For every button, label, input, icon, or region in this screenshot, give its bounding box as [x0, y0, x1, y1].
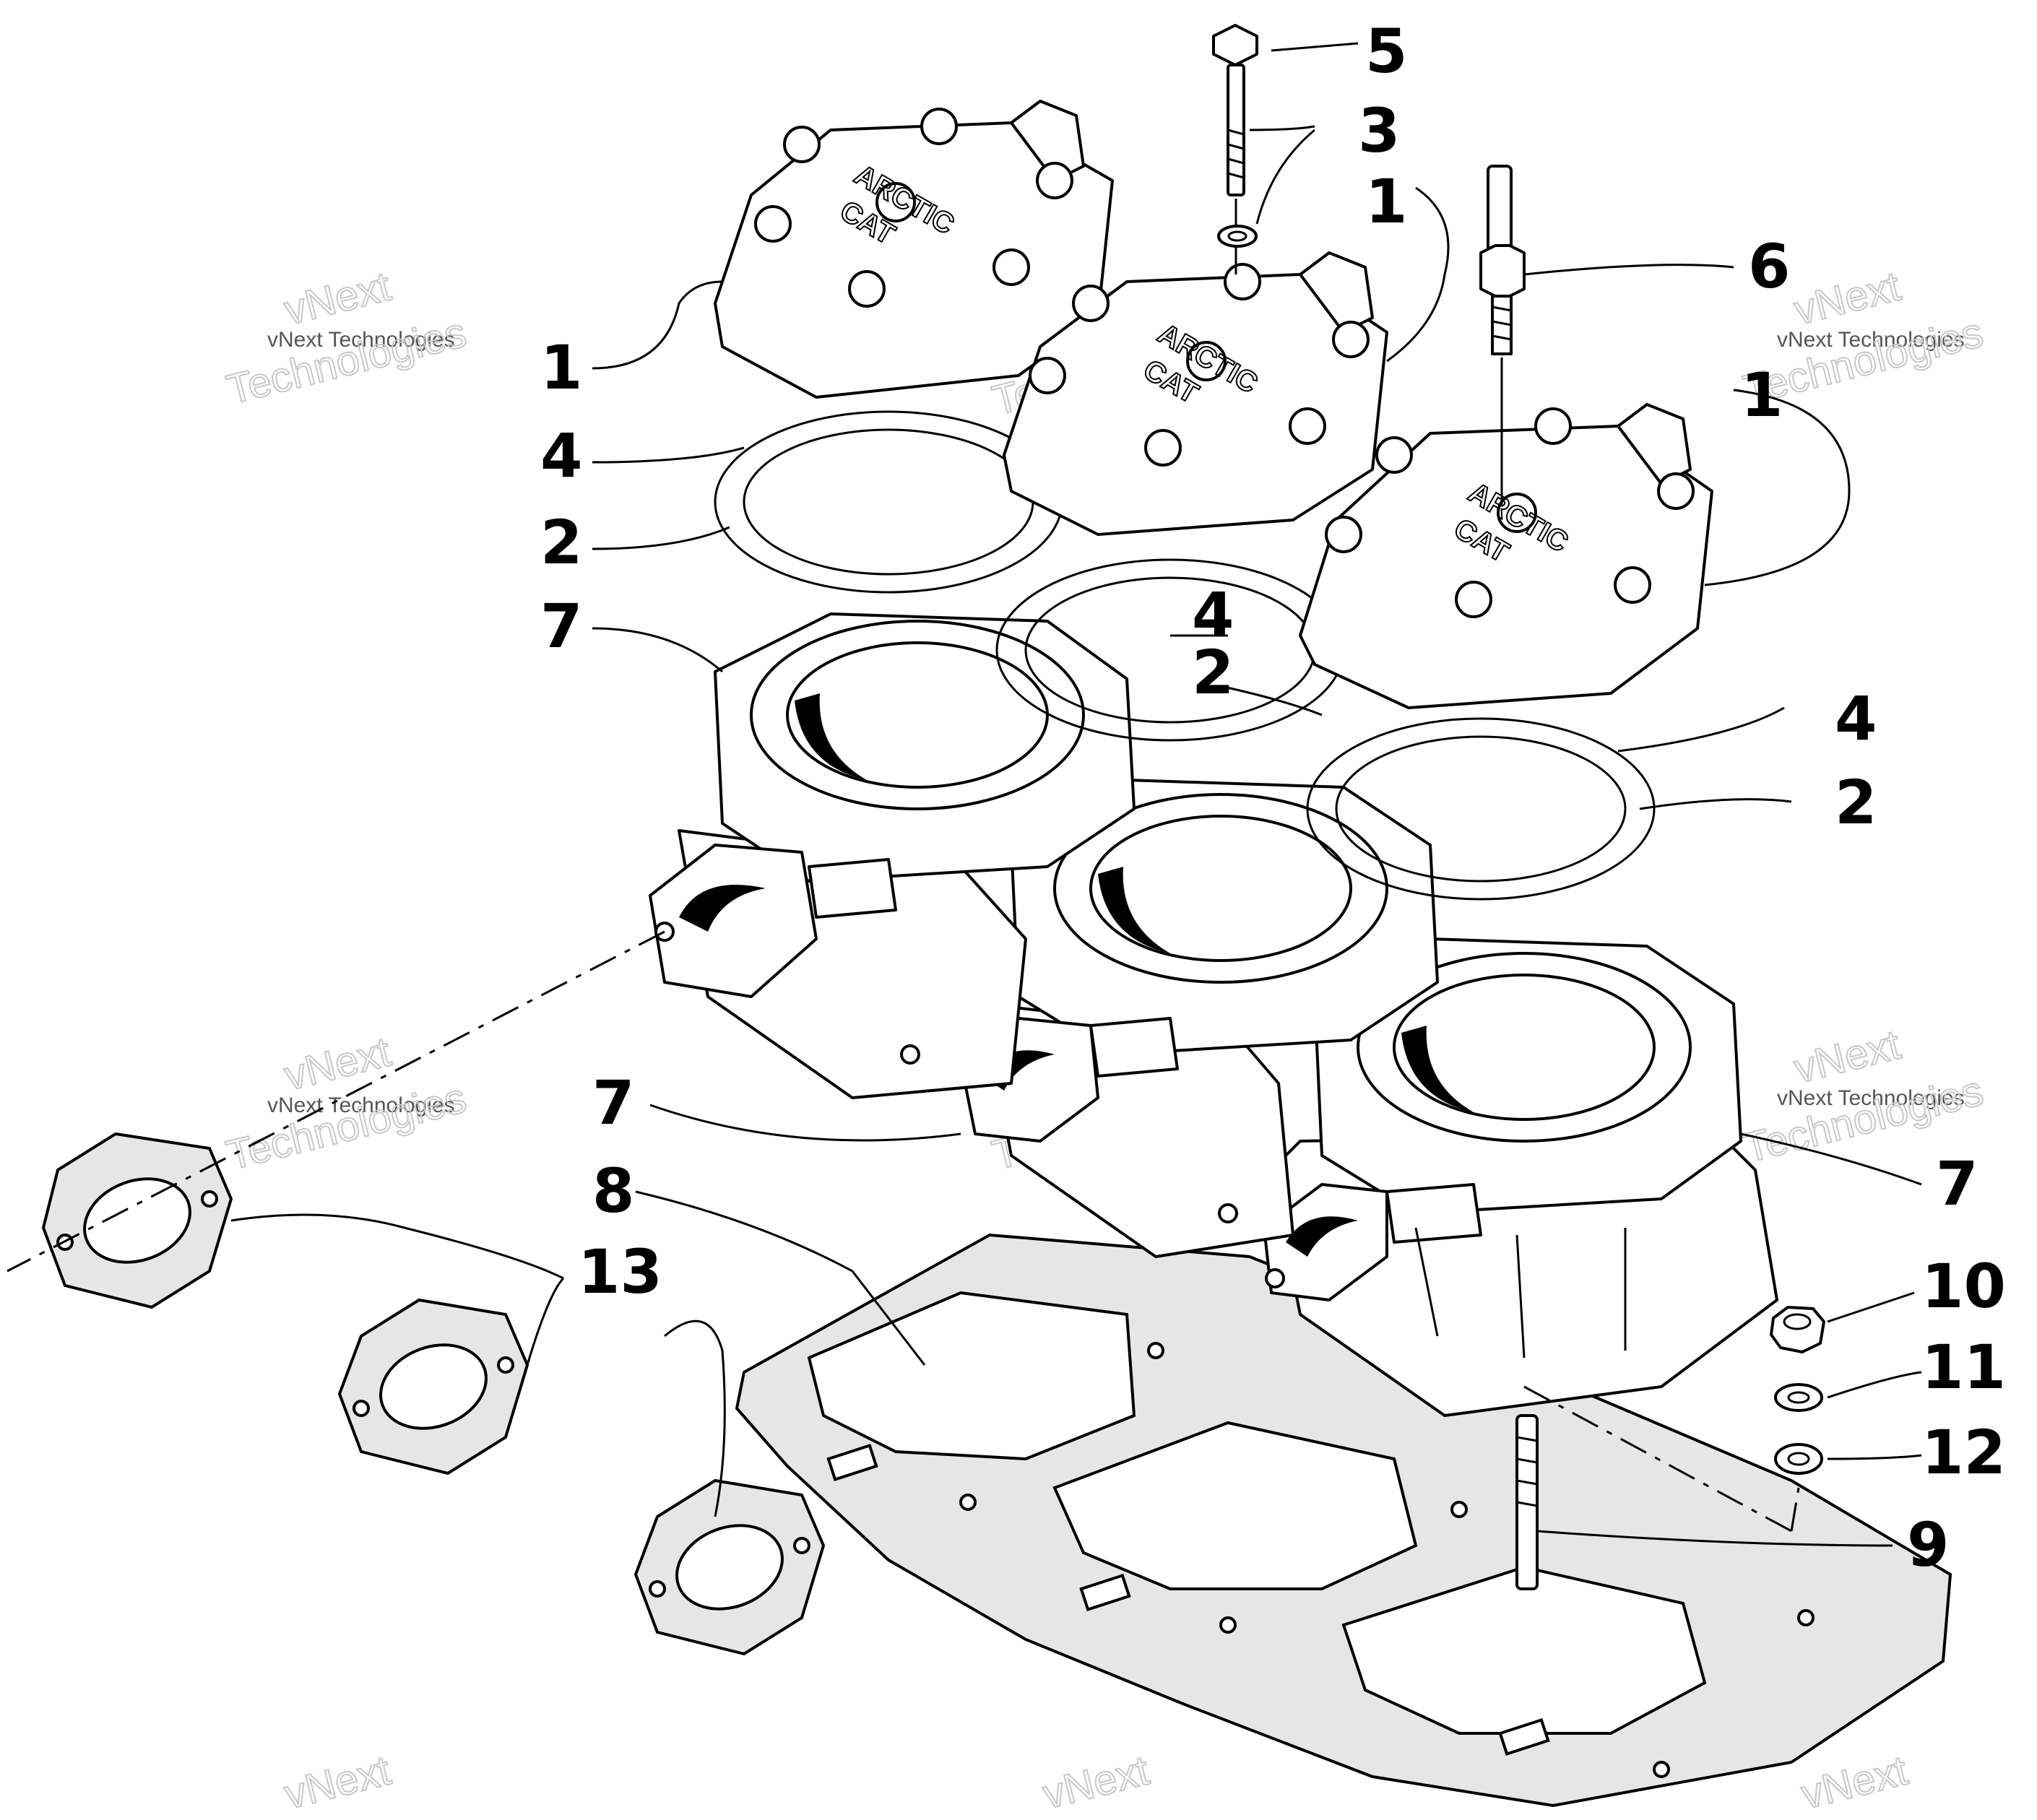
exhaust-gasket-3	[633, 1478, 826, 1656]
callout-6: 6	[1748, 231, 1790, 302]
callout-4: 4	[1192, 579, 1234, 650]
callout-3: 3	[1358, 95, 1400, 166]
lock-washer	[1774, 1383, 1823, 1412]
cylinder-right	[1263, 937, 1778, 1417]
flat-washer	[1774, 1443, 1823, 1475]
callout-9: 9	[1907, 1509, 1949, 1580]
base-gasket	[735, 1233, 1952, 1808]
watermark-line1: vNext	[1796, 1747, 1912, 1819]
watermark-text: vNext Technologies	[267, 1093, 455, 1117]
callout-13: 13	[578, 1236, 662, 1307]
nut	[1770, 1306, 1825, 1353]
callout-8: 8	[592, 1156, 634, 1226]
callout-7: 7	[1936, 1148, 1978, 1219]
callout-11: 11	[1921, 1332, 2006, 1403]
watermark-line2: Technologies	[222, 309, 470, 414]
callout-labels: 1 1 1 2 2 2 3 4 4 4 5 6 7 7 7 8 9 10 11 …	[540, 16, 2006, 1580]
watermark-text: vNext Technologies	[1777, 328, 1965, 352]
spark-plug	[1479, 165, 1526, 506]
head-gasket-ring-right	[1306, 717, 1656, 901]
callout-4: 4	[1835, 683, 1877, 754]
cylinder-head-middle: ARCTIC CAT	[1003, 251, 1388, 536]
stud	[1515, 1414, 1539, 1590]
exhaust-gasket-1	[41, 1132, 233, 1309]
callout-4: 4	[540, 420, 582, 491]
cylinder-left	[649, 612, 1136, 1099]
head-bolt	[1212, 24, 1258, 274]
callout-2: 2	[1192, 637, 1234, 708]
watermark-line1: vNext	[1038, 1747, 1154, 1819]
callout-7: 7	[592, 1067, 634, 1138]
watermark-line1: vNext	[1789, 1021, 1905, 1093]
watermark-text: vNext Technologies	[1777, 1086, 1965, 1110]
callout-7: 7	[540, 591, 582, 662]
cylinder-head-left: ARCTIC CAT	[714, 100, 1114, 399]
callout-2: 2	[540, 507, 582, 578]
watermark-line1: vNext	[280, 1747, 395, 1819]
exhaust-gasket-2	[337, 1298, 529, 1476]
callout-1: 1	[1365, 166, 1407, 237]
callout-12: 12	[1921, 1417, 2006, 1488]
leader-lines	[230, 42, 1922, 1547]
callout-10: 10	[1921, 1251, 2006, 1322]
watermark-text: vNext Technologies	[267, 328, 455, 352]
watermark-line1: vNext	[280, 263, 395, 334]
washer	[1217, 225, 1258, 248]
callout-1: 1	[540, 332, 582, 403]
watermark-line2: Technologies	[222, 1075, 470, 1179]
watermark-line1: vNext	[280, 1028, 395, 1100]
callout-1: 1	[1741, 360, 1783, 430]
callout-2: 2	[1835, 767, 1877, 838]
cylinder-head-right: ARCTIC CAT	[1299, 403, 1713, 709]
assembly-lines	[7, 930, 1800, 1533]
callout-5: 5	[1365, 16, 1407, 87]
watermark-line1: vNext	[1789, 263, 1905, 334]
cylinder-middle	[959, 779, 1439, 1258]
